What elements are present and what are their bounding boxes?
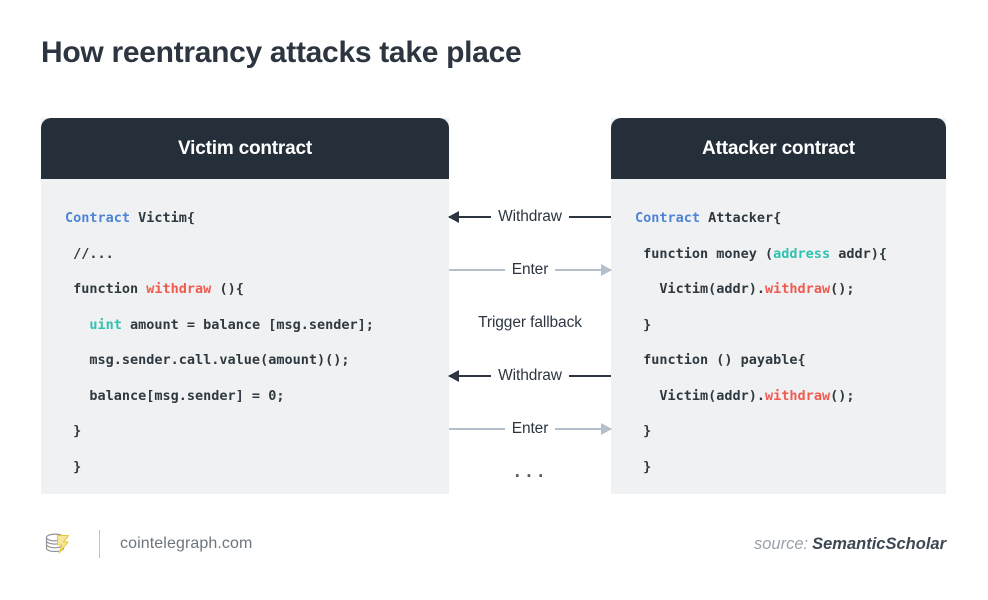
flow-line-right <box>555 264 612 276</box>
flow-line-right <box>555 423 612 435</box>
source-credit: source:SemanticScholar <box>754 535 946 554</box>
code-token: withdraw <box>146 281 220 297</box>
flow-line-left <box>449 269 505 271</box>
code-token: } <box>635 423 652 439</box>
page-title: How reentrancy attacks take place <box>41 36 522 69</box>
code-token: Contract <box>65 210 139 226</box>
flow-step-withdraw-1: Withdraw <box>448 204 612 230</box>
footer: cointelegraph.com source:SemanticScholar <box>41 518 946 570</box>
code-token <box>65 317 89 333</box>
flow-step-ellipsis: ... <box>449 458 611 484</box>
attacker-panel-header: Attacker contract <box>611 118 946 179</box>
code-token: withdraw <box>765 281 831 297</box>
arrow-left-icon <box>448 370 459 382</box>
code-token: amount = balance [msg.sender]; <box>121 316 374 333</box>
victim-code-block: Contract Victim{ //... function withdraw… <box>41 179 449 494</box>
code-line: uint amount = balance [msg.sender]; <box>41 308 449 344</box>
code-line: Contract Attacker{ <box>611 201 946 237</box>
code-token: } <box>635 316 652 333</box>
flow-arrows-column: Withdraw Enter Trigger fallback Withdraw… <box>448 118 612 494</box>
code-token: } <box>635 458 652 475</box>
code-token: balance[msg.sender] = 0; <box>65 387 285 404</box>
code-token: } <box>65 458 82 475</box>
brand-block: cointelegraph.com <box>41 527 252 561</box>
code-line: function money (address addr){ <box>611 237 946 273</box>
attacker-code-block: Contract Attacker{ function money (addre… <box>611 179 946 494</box>
code-line: function () payable{ <box>611 343 946 379</box>
victim-panel-header: Victim contract <box>41 118 449 179</box>
code-line: Victim(addr).withdraw(); <box>611 272 946 308</box>
flow-label: Trigger fallback <box>478 314 582 331</box>
code-token: uint <box>89 316 122 333</box>
code-token: (){ <box>219 281 244 297</box>
flow-label: Enter <box>511 261 549 278</box>
flow-line-left <box>448 211 492 223</box>
code-token: Victim{ <box>138 210 196 226</box>
code-token: msg.sender.call.value(amount)(); <box>65 352 350 368</box>
code-token: function money ( <box>635 245 774 262</box>
code-token: (); <box>830 387 855 404</box>
flow-line-left <box>449 428 505 430</box>
flow-step-enter-2: Enter <box>449 416 612 442</box>
code-token: withdraw <box>765 387 831 404</box>
code-token: addr){ <box>830 245 887 262</box>
arrow-right-icon <box>601 423 612 435</box>
code-line: Victim(addr).withdraw(); <box>611 379 946 415</box>
code-token: function () payable{ <box>635 352 806 368</box>
brand-name: cointelegraph.com <box>120 535 253 552</box>
flow-line-right <box>568 216 612 218</box>
code-token: Victim(addr). <box>635 281 766 297</box>
source-prefix: source: <box>754 534 809 553</box>
code-token: (); <box>830 281 855 297</box>
code-line: } <box>41 414 449 450</box>
code-token: Attacker{ <box>708 210 782 226</box>
footer-divider <box>99 530 100 558</box>
code-token: Contract <box>635 210 709 226</box>
flow-line-right <box>568 375 612 377</box>
victim-panel-title: Victim contract <box>178 137 312 159</box>
arrow-left-icon <box>448 211 459 223</box>
flow-step-enter-1: Enter <box>449 257 612 283</box>
attacker-panel-title: Attacker contract <box>702 137 855 159</box>
cointelegraph-logo-icon <box>45 533 70 554</box>
code-line: Contract Victim{ <box>41 201 449 237</box>
attacker-contract-panel: Attacker contract Contract Attacker{ fun… <box>611 118 946 494</box>
code-token: function <box>65 281 147 297</box>
code-token: //... <box>65 245 114 262</box>
flow-label: Enter <box>511 420 549 437</box>
code-token: Victim(addr). <box>635 387 766 404</box>
code-token: address <box>773 245 831 262</box>
code-line: } <box>41 450 449 486</box>
flow-line-left <box>448 370 492 382</box>
code-line: //... <box>41 237 449 273</box>
flow-step-trigger-fallback: Trigger fallback <box>449 310 611 336</box>
code-line: } <box>611 414 946 450</box>
code-line: } <box>611 450 946 486</box>
code-line: } <box>611 308 946 344</box>
victim-contract-panel: Victim contract Contract Victim{ //... f… <box>41 118 449 494</box>
code-line: function withdraw (){ <box>41 272 449 308</box>
arrow-right-icon <box>601 264 612 276</box>
flow-label: ... <box>512 461 548 481</box>
code-line: balance[msg.sender] = 0; <box>41 379 449 415</box>
flow-step-withdraw-2: Withdraw <box>448 363 612 389</box>
flow-label: Withdraw <box>498 367 562 384</box>
source-name: SemanticScholar <box>812 534 946 553</box>
code-line: msg.sender.call.value(amount)(); <box>41 343 449 379</box>
flow-label: Withdraw <box>498 208 562 225</box>
code-token: } <box>65 423 82 439</box>
